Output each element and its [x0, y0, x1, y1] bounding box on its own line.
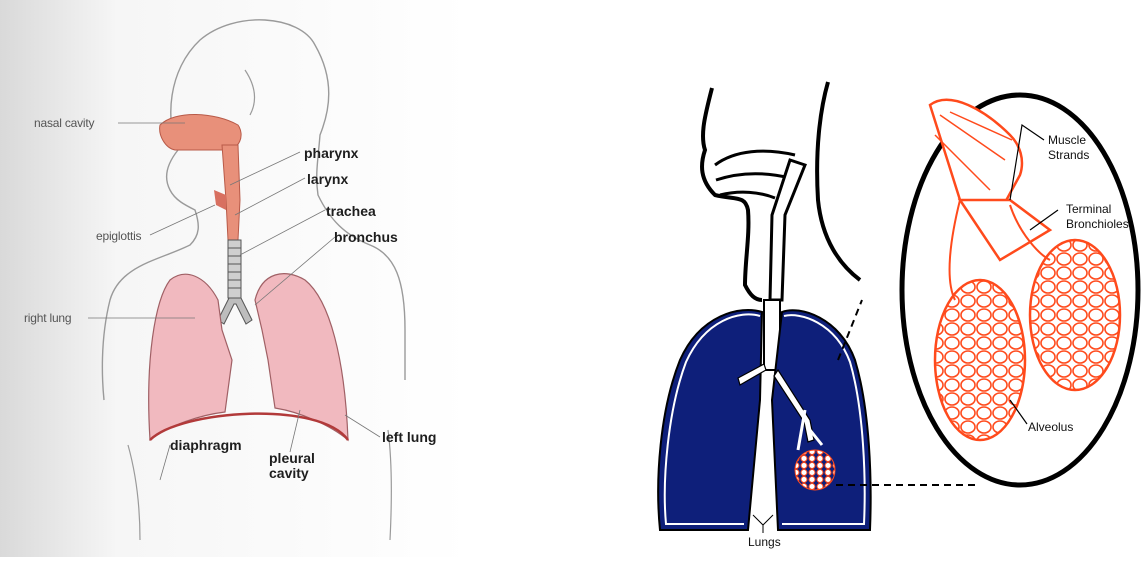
label-trachea: trachea	[326, 203, 376, 219]
label-terminal-line-1: Terminal	[1066, 202, 1129, 217]
label-nasal-cavity: nasal cavity	[34, 116, 94, 130]
label-bronchus: bronchus	[334, 229, 398, 245]
label-terminal-bronchioles: Terminal Bronchioles	[1066, 202, 1129, 232]
label-pleural-cavity: pleural cavity	[269, 451, 315, 481]
label-alveolus: Alveolus	[1028, 420, 1073, 434]
alveolar-sac-2	[1030, 240, 1120, 390]
label-pharynx: pharynx	[304, 145, 358, 161]
label-diaphragm: diaphragm	[170, 437, 242, 453]
label-muscle-line-2: Strands	[1048, 148, 1089, 163]
left-figure	[0, 0, 470, 557]
label-muscle-strands: Muscle Strands	[1048, 133, 1089, 163]
alveoli-cluster	[795, 450, 835, 490]
airway	[770, 160, 805, 300]
label-terminal-line-2: Bronchioles	[1066, 217, 1129, 232]
label-muscle-line-1: Muscle	[1048, 133, 1089, 148]
label-left-lung: left lung	[382, 429, 436, 445]
label-lungs: Lungs	[748, 535, 781, 549]
label-larynx: larynx	[307, 171, 348, 187]
alveolar-sac-1	[935, 280, 1025, 440]
label-pleural-line-1: pleural	[269, 451, 315, 466]
lungs-shape	[658, 310, 762, 530]
label-pleural-line-2: cavity	[269, 466, 315, 481]
label-epiglottis: epiglottis	[96, 229, 141, 243]
trachea	[228, 240, 241, 298]
label-right-lung: right lung	[24, 311, 71, 325]
